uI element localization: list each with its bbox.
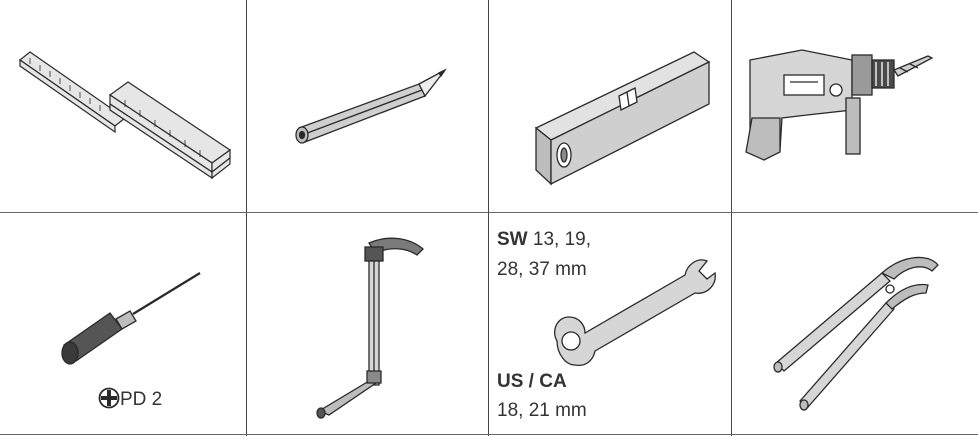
phillips-icon — [98, 387, 120, 409]
socket-wrench-icon — [316, 237, 424, 419]
pencil-icon — [295, 68, 447, 144]
drill-icon — [745, 49, 934, 161]
grid-divider-1 — [246, 0, 247, 436]
spirit-level-icon — [534, 51, 711, 186]
wrench-sw-line1: SW 13, 19, — [497, 227, 591, 253]
cell-spirit-level — [489, 0, 734, 212]
wrench-sw-line2: 28, 37 mm — [497, 259, 587, 280]
grid-divider-4 — [731, 212, 732, 436]
wrench-us-sizes: 18, 21 mm — [497, 400, 587, 421]
screwdriver-size-label: PD 2 — [98, 387, 162, 413]
screwdriver-icon — [61, 272, 201, 365]
wrench-sw-sizes-1: 13, 19, — [532, 229, 591, 250]
wrench-sw-label: SW — [497, 229, 528, 250]
wrench-us-label: US / CA — [497, 371, 567, 392]
cell-pliers — [732, 213, 977, 425]
cell-drill — [732, 0, 977, 212]
grid-divider-bottom — [0, 434, 978, 435]
cell-screwdriver: PD 2 — [0, 213, 245, 425]
cell-pencil — [247, 0, 492, 212]
cell-socket-wrench — [247, 213, 492, 425]
open-end-wrench-icon — [554, 259, 716, 367]
grid-divider-3 — [731, 0, 732, 212]
folding-ruler-icon — [18, 51, 232, 180]
screwdriver-size-text: PD 2 — [120, 389, 163, 410]
grid-divider-2 — [488, 0, 489, 436]
pliers-icon — [773, 256, 939, 411]
cell-folding-ruler — [0, 0, 245, 212]
grid-divider-horizontal — [0, 212, 978, 213]
cell-wrench: SW 13, 19, 28, 37 mm US / CA 18, 21 mm — [489, 213, 734, 425]
